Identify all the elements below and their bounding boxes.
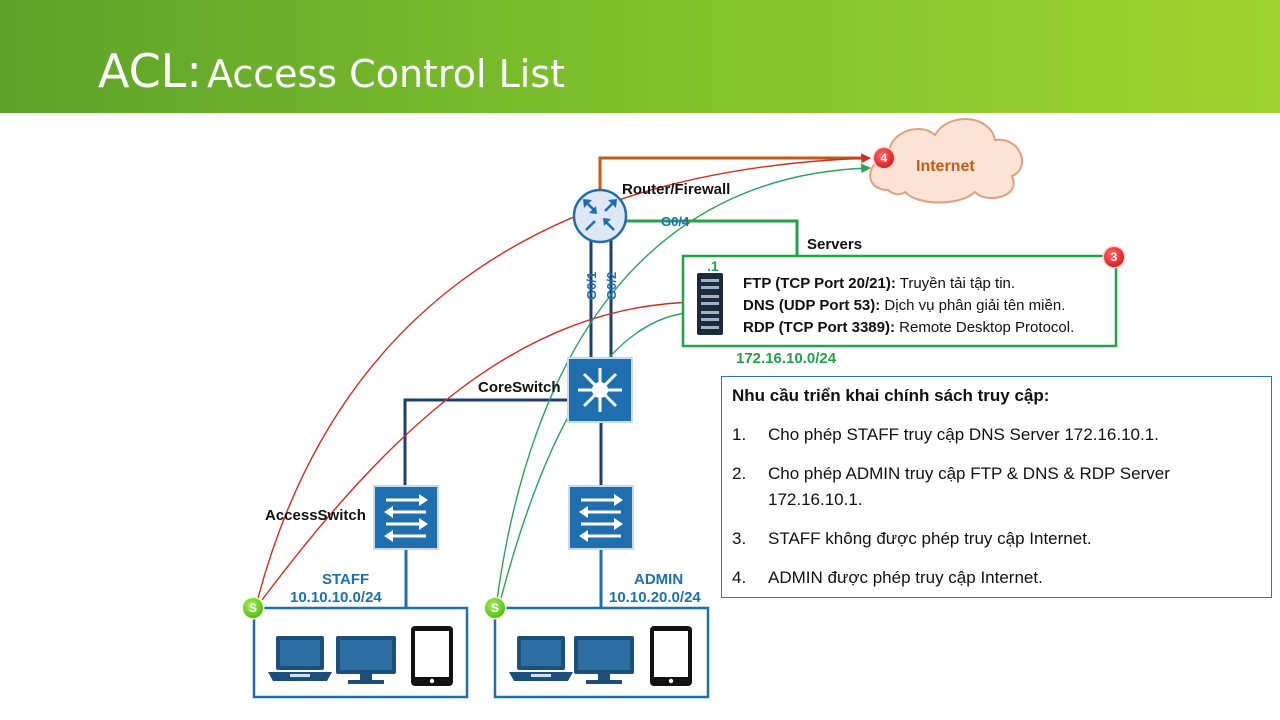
service-dns: DNS (UDP Port 53): Dịch vụ phân giải tên… — [743, 297, 1066, 314]
server-subnet: 172.16.10.0/24 — [736, 350, 837, 367]
service-rdp: RDP (TCP Port 3389): Remote Desktop Prot… — [743, 319, 1075, 336]
title-sub: Access Control List — [207, 52, 566, 96]
requirement-number: 1. — [732, 425, 747, 444]
admin-flow-server — [499, 307, 698, 603]
staff-subnet: 10.10.10.0/24 — [290, 589, 382, 606]
router-icon — [572, 188, 628, 244]
access-switch-admin-icon — [568, 485, 634, 550]
requirement-number: 3. — [732, 529, 747, 548]
access-switch-label: AccessSwitch — [265, 507, 366, 524]
staff-laptop-icon — [268, 636, 332, 681]
link-router-servers — [625, 219, 799, 256]
admin-subnet: 10.10.20.0/24 — [609, 589, 701, 606]
staff-vlan-name: STAFF — [322, 571, 370, 588]
servers-label: Servers — [807, 236, 863, 253]
access-switch-staff-icon — [373, 485, 439, 550]
admin-desktop-icon — [574, 636, 634, 684]
server-host-id: .1 — [707, 258, 719, 274]
admin-laptop-icon — [509, 636, 573, 681]
admin-flow-internet — [496, 163, 871, 601]
link-router-internet — [598, 156, 868, 193]
server-zone-box — [681, 254, 1118, 348]
access-links — [404, 549, 603, 608]
requirement-text: STAFF không được phép truy cập Internet. — [768, 529, 1092, 548]
internet-badge: 4 — [874, 148, 894, 168]
service-ftp: FTP (TCP Port 20/21): Truyền tải tập tin… — [743, 275, 1016, 292]
title-main: ACL: — [98, 44, 202, 98]
staff-flow-internet — [257, 153, 871, 599]
requirements-heading: Nhu cầu triển khai chính sách truy cập: — [732, 386, 1050, 405]
links — [403, 240, 613, 486]
requirements-panel: Nhu cầu triển khai chính sách truy cập: … — [721, 376, 1272, 598]
internet-label: Internet — [916, 158, 975, 175]
interface-g02: G0/2 — [604, 271, 619, 300]
staff-desktop-icon — [336, 636, 396, 684]
interface-g01: G0/1 — [584, 271, 599, 300]
admin-badge: S — [485, 598, 505, 618]
router-label: Router/Firewall — [622, 181, 731, 198]
requirement-number: 2. — [732, 464, 747, 483]
admin-tablet-icon — [650, 626, 692, 686]
core-switch-icon — [567, 357, 633, 423]
link-core-access-staff — [403, 398, 568, 486]
core-switch-label: CoreSwitch — [478, 379, 561, 396]
staff-flow-server — [261, 297, 698, 601]
slide-title: ACL: Access Control List — [98, 44, 565, 98]
interface-g04: G0/4 — [661, 214, 690, 229]
admin-vlan-name: ADMIN — [634, 571, 684, 588]
requirement-number: 4. — [732, 568, 747, 587]
requirement-text: Cho phép ADMIN truy cập FTP & DNS & RDP … — [768, 464, 1170, 509]
requirement-text: ADMIN được phép truy cập Internet. — [768, 568, 1043, 587]
requirement-text: Cho phép STAFF truy cập DNS Server 172.1… — [768, 425, 1159, 444]
servers-badge: 3 — [1104, 247, 1124, 267]
staff-tablet-icon — [411, 626, 453, 686]
staff-badge: S — [243, 598, 263, 618]
server-rack-icon — [697, 273, 723, 335]
title-banner — [0, 0, 1280, 113]
